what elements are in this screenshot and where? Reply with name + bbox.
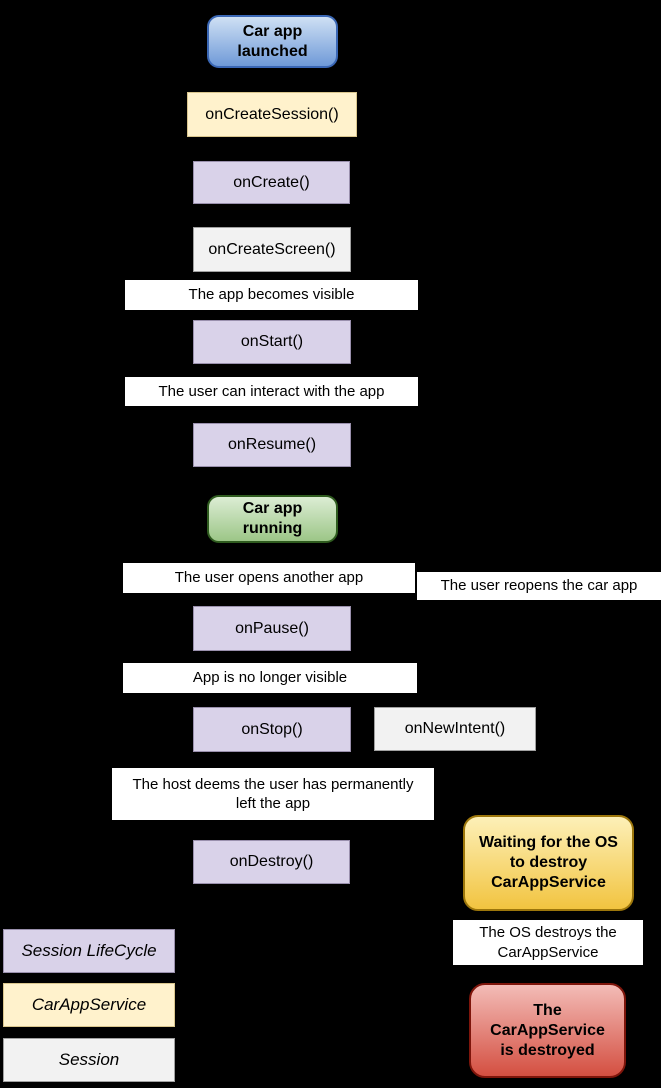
node-car-app-running: Car app running	[207, 495, 338, 543]
node-on-create: onCreate()	[193, 161, 350, 204]
event-os-destroys-service: The OS destroys the CarAppService	[453, 920, 643, 965]
node-on-new-intent: onNewIntent()	[374, 707, 536, 751]
event-user-opens-another-app: The user opens another app	[123, 563, 415, 593]
node-on-resume: onResume()	[193, 423, 351, 467]
node-waiting-os-destroy: Waiting for the OS to destroy CarAppServ…	[463, 815, 634, 911]
event-host-deems-user-left: The host deems the user has permanently …	[112, 768, 434, 820]
node-on-destroy: onDestroy()	[193, 840, 350, 884]
legend-car-app-service: CarAppService	[3, 983, 175, 1027]
legend-session-lifecycle: Session LifeCycle	[3, 929, 175, 973]
node-service-destroyed: The CarAppService is destroyed	[469, 983, 626, 1078]
event-app-no-longer-visible: App is no longer visible	[123, 663, 417, 693]
node-on-create-screen: onCreateScreen()	[193, 227, 351, 272]
event-user-can-interact: The user can interact with the app	[125, 377, 418, 406]
node-car-app-launched: Car app launched	[207, 15, 338, 68]
node-on-pause: onPause()	[193, 606, 351, 651]
event-user-reopens-car-app: The user reopens the car app	[417, 572, 661, 600]
node-on-start: onStart()	[193, 320, 351, 364]
legend-session: Session	[3, 1038, 175, 1082]
node-on-create-session: onCreateSession()	[187, 92, 357, 137]
node-on-stop: onStop()	[193, 707, 351, 752]
event-app-becomes-visible: The app becomes visible	[125, 280, 418, 310]
